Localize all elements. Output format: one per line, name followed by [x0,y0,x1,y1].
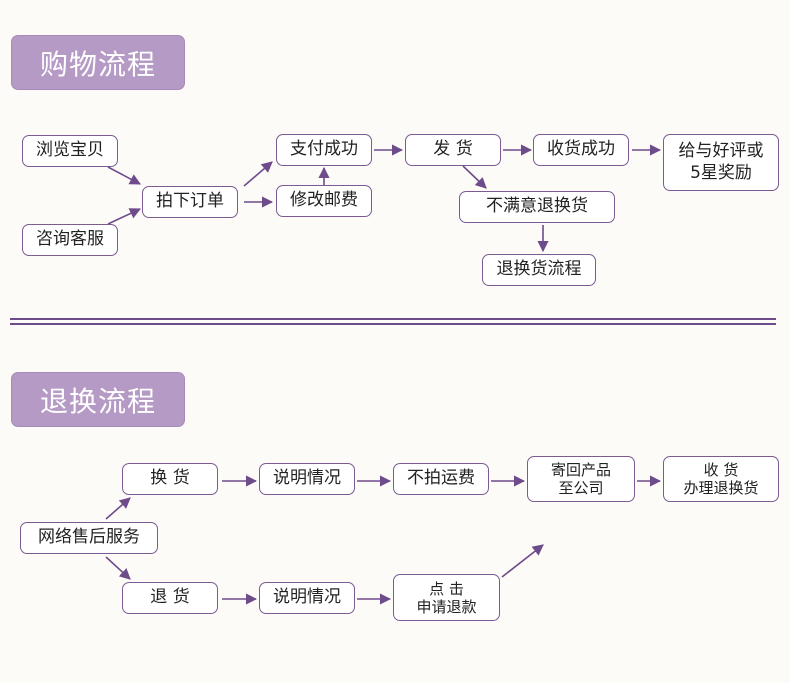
after-sales-node: 网络售后服务 [20,522,158,554]
exchange-node: 换 货 [122,463,218,495]
arrow-order-to-pay [243,161,273,187]
browse-item-node: 浏览宝贝 [22,135,118,167]
consult-service-node: 咨询客服 [22,224,118,256]
section-divider-top [10,318,776,320]
place-order-node: 拍下订单 [142,186,238,218]
review-reward-node: 给与好评或 5星奖励 [663,134,779,191]
no-shipping-fee-node: 不拍运费 [393,463,489,495]
receive-and-process-node: 收 货 办理退换货 [663,456,779,502]
explain-situation-refund-node: 说明情况 [259,582,355,614]
ship-node: 发 货 [405,134,501,166]
unsatisfied-return-node: 不满意退换货 [459,191,615,223]
return-flow-title: 退换流程 [12,373,184,426]
send-back-product-node: 寄回产品 至公司 [527,456,635,502]
arrow-consult-to-order [107,208,142,225]
arrow-browse-to-order [107,166,141,185]
arrow-click-up [501,544,544,578]
click-apply-refund-node: 点 击 申请退款 [393,574,500,621]
pay-success-node: 支付成功 [276,134,372,166]
modify-shipping-node: 修改邮费 [276,185,372,217]
refund-node: 退 货 [122,582,218,614]
section-divider-bottom [10,323,776,325]
arrow-service-to-exchange [105,497,131,520]
arrow-ship-to-unsatisfied [462,165,487,189]
receive-success-node: 收货成功 [533,134,629,166]
explain-situation-exchange-node: 说明情况 [259,463,355,495]
arrow-service-to-refund [105,556,131,580]
purchase-flow-title: 购物流程 [12,36,184,89]
return-exchange-flow-node: 退换货流程 [482,254,596,286]
